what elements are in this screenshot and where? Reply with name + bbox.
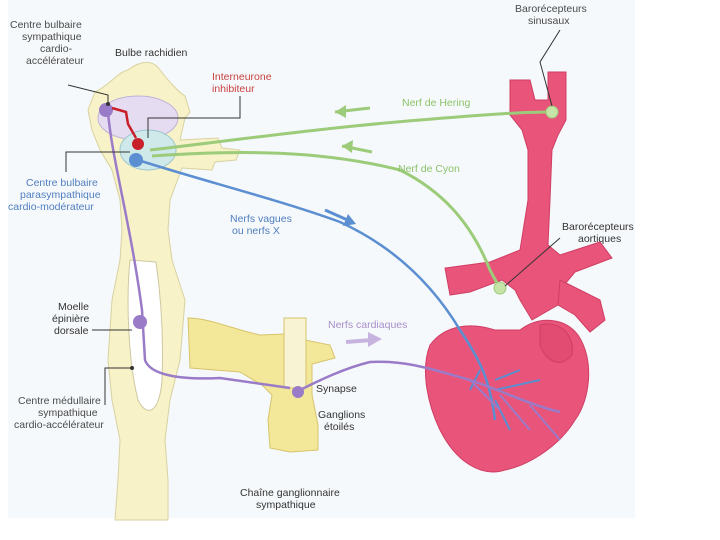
label-centre-medullaire: Centre médullaire sympathique cardio-acc… (14, 395, 104, 431)
ganglion-pillar (283, 317, 307, 389)
label-baro-aortiques: Barorécepteurs aortiques (562, 221, 637, 245)
leader-parasympathique (65, 151, 130, 172)
interneurone-connector (111, 106, 138, 139)
nerf-cyon-line (151, 151, 500, 286)
leader-dot-2 (130, 366, 134, 370)
nerf-vague-line (137, 158, 497, 421)
leader-centre-sympathique (67, 84, 109, 104)
label-nerfs-vagues: Nerfs vagues ou nerfs X (230, 213, 295, 237)
label-moelle: Moelle épinière dorsale (52, 301, 92, 337)
cyon-arrowhead (342, 140, 353, 153)
nerfs-cardiaques-line (299, 360, 561, 414)
label-nerf-hering: Nerf de Hering (402, 97, 470, 109)
label-nerfs-cardiaques: Nerfs cardiaques (328, 319, 407, 331)
parasympathetic-neuron (129, 153, 143, 167)
leader-baro-aortique (504, 237, 561, 287)
interneurone (132, 138, 144, 150)
label-centre-sympathique: Centre bulbaire sympathique cardio- accé… (10, 19, 85, 67)
synapse-neuron (292, 386, 304, 398)
aortic-branch (557, 279, 606, 333)
label-synapse: Synapse (316, 383, 357, 395)
heart-auricle (539, 323, 573, 363)
cardiaque-arrowhead (368, 332, 382, 347)
spinal-neuron (133, 315, 147, 329)
label-interneurone: Interneurone inhibiteur (212, 71, 274, 95)
label-bulbe: Bulbe rachidien (115, 47, 188, 59)
leader-baro-sinus (539, 29, 561, 107)
hering-arrowhead (335, 105, 346, 118)
nerf-hering-line (149, 110, 553, 152)
spinal-cord (87, 62, 241, 521)
carotid-artery (444, 71, 613, 321)
leader-dot-1 (106, 102, 110, 106)
label-baro-sinus: Barorécepteurs sinusaux (515, 3, 590, 27)
label-chaine: Chaîne ganglionnaire sympathique (240, 487, 343, 511)
vague-arrowhead (343, 214, 356, 226)
vague-branches (469, 369, 541, 431)
sinus-receptor (545, 105, 559, 119)
label-ganglions: Ganglions étoilés (318, 409, 368, 433)
cardiaque-arrow (345, 338, 373, 344)
spinal-grey-matter (127, 259, 164, 411)
leader-interneurone (147, 96, 241, 138)
label-nerf-cyon: Nerf de Cyon (398, 163, 460, 175)
aortic-receptor (493, 281, 507, 295)
leader-centre-medullaire (104, 367, 132, 405)
label-parasympathique: Centre bulbaire parasympathique cardio-m… (8, 177, 103, 213)
sympathetic-descending (106, 111, 291, 390)
cardiaque-branches (469, 379, 561, 441)
sympathetic-neuron-upper (99, 103, 113, 117)
